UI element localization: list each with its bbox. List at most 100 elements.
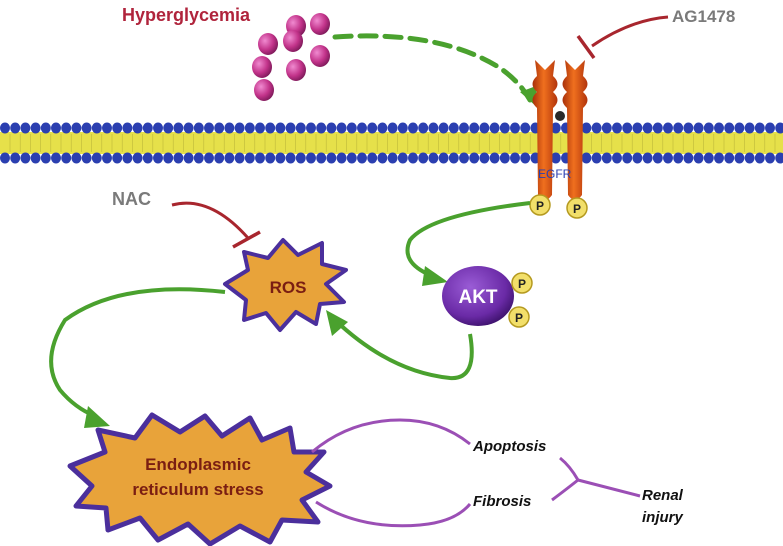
membrane-head xyxy=(295,122,306,134)
membrane-head xyxy=(142,152,153,164)
dashed-arrow-glucose-to-egfr xyxy=(332,33,533,103)
membrane-head xyxy=(489,122,500,134)
membrane-head xyxy=(520,122,531,134)
membrane-head xyxy=(438,122,449,134)
membrane-head xyxy=(591,122,602,134)
membrane-head xyxy=(622,152,633,164)
membrane-head xyxy=(387,122,398,134)
membrane-head xyxy=(612,122,622,134)
arrow-ros-to-er-stress xyxy=(49,287,226,418)
membrane-head xyxy=(642,122,653,134)
line-er-to-apoptosis xyxy=(311,418,471,454)
membrane-head xyxy=(91,152,102,164)
egfr-phospho-right: P xyxy=(566,197,588,219)
membrane-head xyxy=(489,152,500,164)
membrane-head xyxy=(520,152,531,164)
akt-phospho-top: P xyxy=(511,272,533,294)
membrane-head xyxy=(683,122,694,134)
membrane-head xyxy=(275,152,286,164)
membrane-head xyxy=(193,122,204,134)
membrane-head xyxy=(714,152,724,164)
ag1478-inhibition-line xyxy=(591,15,669,48)
membrane-head xyxy=(285,152,296,164)
membrane-head xyxy=(714,122,724,134)
membrane-head xyxy=(377,152,388,164)
membrane-head xyxy=(632,152,643,164)
membrane-head xyxy=(397,152,408,164)
membrane-head xyxy=(357,152,367,164)
membrane-head xyxy=(275,122,286,134)
membrane-head xyxy=(10,152,21,164)
membrane-head xyxy=(61,152,72,164)
membrane-head xyxy=(408,152,418,164)
fibrosis-label: Fibrosis xyxy=(473,493,531,510)
renal-injury-label-line1: Renal xyxy=(642,487,684,504)
membrane-head xyxy=(346,152,357,164)
membrane-head xyxy=(367,122,378,134)
membrane-head xyxy=(550,152,561,164)
membrane-head xyxy=(295,152,306,164)
nac-inhibition-line xyxy=(171,201,250,239)
membrane-head xyxy=(306,152,316,164)
membrane-head xyxy=(71,152,82,164)
membrane-head xyxy=(61,122,72,134)
membrane-head xyxy=(20,152,31,164)
membrane-head xyxy=(622,122,633,134)
membrane-head xyxy=(754,152,765,164)
arrowhead-ros xyxy=(326,310,348,336)
membrane-head xyxy=(102,152,112,164)
er-stress-label-line2: reticulum stress xyxy=(132,480,263,499)
membrane-lipid-tails xyxy=(0,132,783,154)
membrane-head xyxy=(122,122,133,134)
membrane-head xyxy=(408,122,418,134)
phospho-label: P xyxy=(573,202,581,216)
membrane-head xyxy=(326,152,337,164)
membrane-head xyxy=(663,122,673,134)
membrane-head xyxy=(591,152,602,164)
membrane-head xyxy=(469,152,480,164)
line-fibrosis-to-junction xyxy=(551,478,579,502)
membrane-head xyxy=(448,122,459,134)
membrane-head xyxy=(204,152,214,164)
ag1478-inhibition-bar xyxy=(576,34,596,60)
arrow-akt-to-ros xyxy=(333,318,474,381)
membrane-head xyxy=(479,122,490,134)
membrane-head xyxy=(652,152,663,164)
akt-phospho-bottom: P xyxy=(508,306,530,328)
membrane-head xyxy=(214,122,225,134)
membrane-head xyxy=(734,122,745,134)
membrane-head xyxy=(703,122,714,134)
membrane-head xyxy=(448,152,459,164)
membrane-head xyxy=(81,122,92,134)
membrane-head xyxy=(336,122,347,134)
membrane-head xyxy=(326,122,337,134)
membrane-head xyxy=(693,152,704,164)
membrane-head xyxy=(724,122,735,134)
membrane-head xyxy=(173,122,184,134)
membrane-head xyxy=(183,152,194,164)
arrowhead-er-stress xyxy=(84,406,110,428)
membrane-head xyxy=(265,122,276,134)
membrane-head xyxy=(775,122,783,134)
membrane-head xyxy=(765,152,775,164)
membrane-head xyxy=(71,122,82,134)
nac-inhibition-bar xyxy=(232,230,261,249)
membrane-head xyxy=(683,152,694,164)
membrane-head xyxy=(601,122,612,134)
membrane-head xyxy=(438,152,449,164)
membrane-head xyxy=(316,152,327,164)
membrane-head xyxy=(703,152,714,164)
membrane-head xyxy=(193,152,204,164)
membrane-head xyxy=(775,152,783,164)
membrane-head xyxy=(601,152,612,164)
membrane-head xyxy=(754,122,765,134)
membrane-head xyxy=(499,122,510,134)
membrane-head xyxy=(652,122,663,134)
membrane-head xyxy=(499,152,510,164)
membrane-head xyxy=(663,152,673,164)
hyperglycemia-label: Hyperglycemia xyxy=(122,5,251,25)
membrane-head xyxy=(183,122,194,134)
phospho-label: P xyxy=(518,277,526,291)
membrane-head xyxy=(244,122,255,134)
